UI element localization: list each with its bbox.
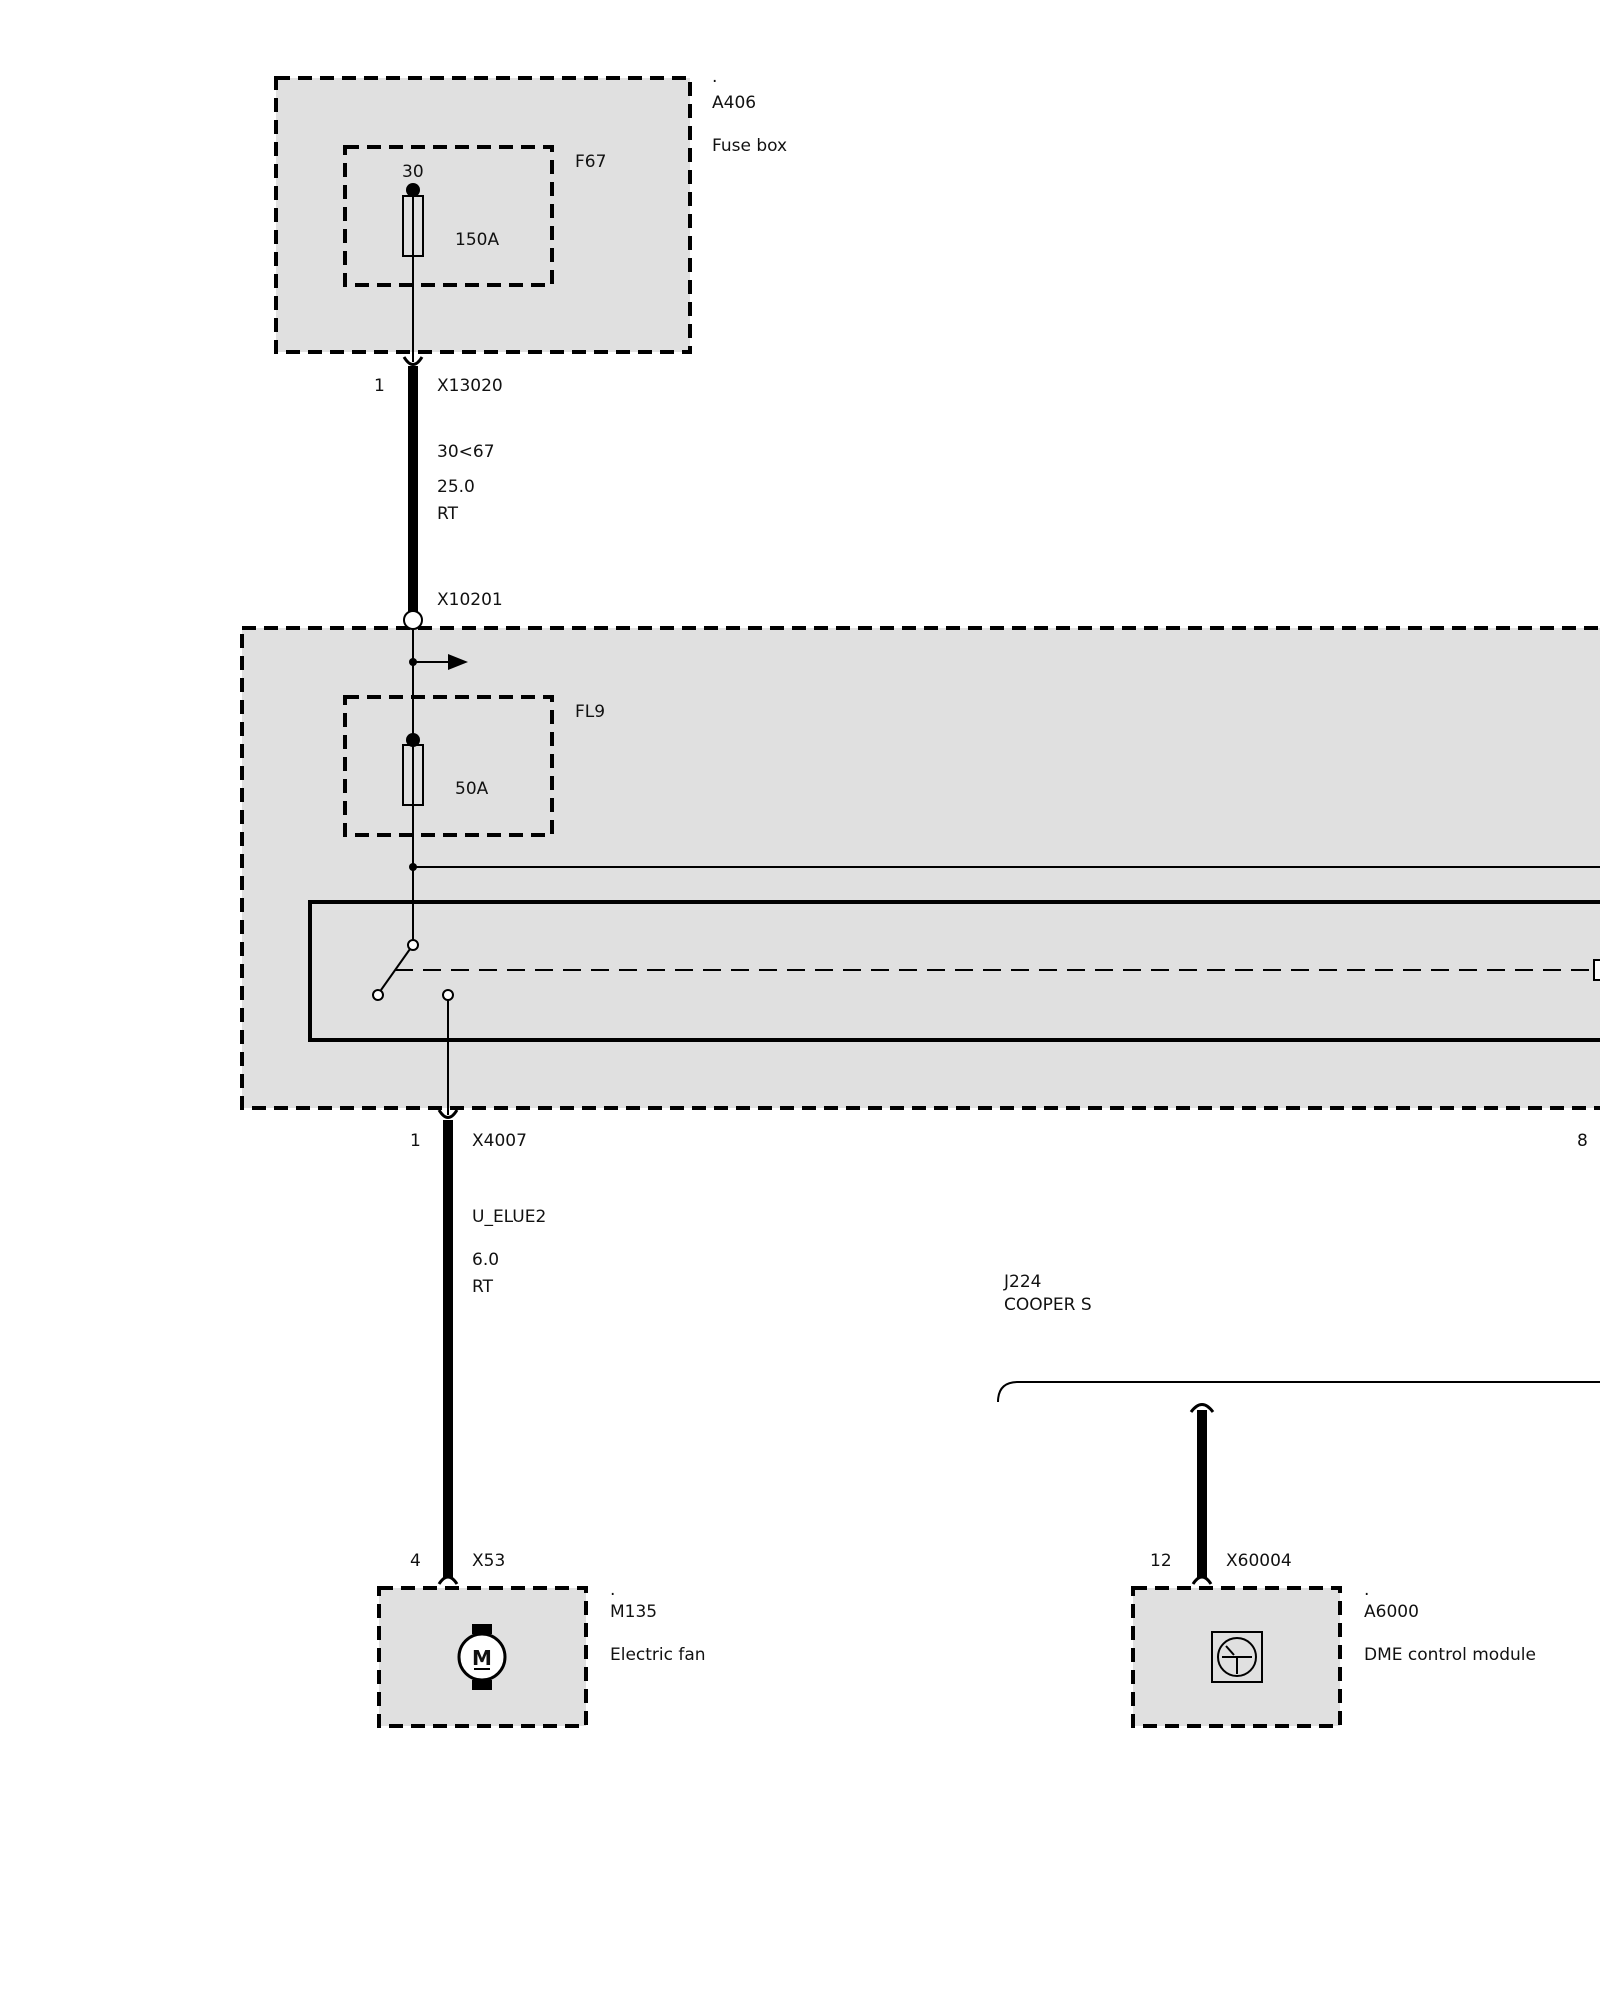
wire-u-elue2-color: RT xyxy=(472,1277,494,1297)
x13020-code: X13020 xyxy=(437,376,503,396)
x4007-pin: 1 xyxy=(410,1131,421,1151)
a406-fuse-box: . A406 Fuse box F67 30 150A xyxy=(274,67,787,354)
power-distribution-module: X10201 FL9 50A xyxy=(240,590,1600,1115)
fuse-icon xyxy=(402,183,424,257)
motor-symbol-letter: M xyxy=(472,1646,492,1670)
variant-bracket xyxy=(997,1381,1600,1403)
control-module-icon xyxy=(1211,1631,1263,1683)
a406-code: A406 xyxy=(712,93,756,113)
variant-model: COOPER S xyxy=(1004,1295,1092,1315)
f67-rating: 150A xyxy=(455,230,499,250)
a6000-name: DME control module xyxy=(1364,1645,1536,1665)
connector-x13020-symbol xyxy=(402,356,424,366)
a406-dot: . xyxy=(712,67,717,87)
motor-icon: M xyxy=(457,1624,507,1690)
connector-x10201-symbol xyxy=(403,610,423,630)
wire-30-67-color: RT xyxy=(437,504,459,524)
connector-variant-top xyxy=(1189,1403,1215,1413)
x4007-pin-right: 8 xyxy=(1577,1131,1588,1151)
a6000-dot: . xyxy=(1364,1580,1369,1600)
fl9-rating: 50A xyxy=(455,779,489,799)
fuse-icon xyxy=(402,733,424,806)
arrow-right-icon xyxy=(409,654,468,670)
variant-code: J224 xyxy=(1003,1272,1041,1292)
x10201-code: X10201 xyxy=(437,590,503,610)
x60004-code: X60004 xyxy=(1226,1551,1292,1571)
x13020-pin: 1 xyxy=(374,376,385,396)
connector-x60004-symbol xyxy=(1191,1575,1213,1585)
wire-u-elue2-signal: U_ELUE2 xyxy=(472,1207,546,1227)
x53-pin: 4 xyxy=(410,1551,421,1571)
fl9-code: FL9 xyxy=(575,702,605,722)
x60004-pin: 12 xyxy=(1150,1551,1172,1571)
a6000-code: A6000 xyxy=(1364,1602,1419,1622)
x4007-code: X4007 xyxy=(472,1131,527,1151)
m135-electric-fan: . M135 Electric fan M xyxy=(377,1580,706,1728)
m135-dot: . xyxy=(610,1580,615,1600)
connector-x53-symbol xyxy=(437,1575,459,1585)
wire-u-elue2-gauge: 6.0 xyxy=(472,1250,499,1270)
f67-terminal: 30 xyxy=(402,162,424,182)
f67-code: F67 xyxy=(575,152,606,172)
connector-x4007-symbol xyxy=(437,1109,459,1119)
a406-name: Fuse box xyxy=(712,136,787,156)
m135-code: M135 xyxy=(610,1602,657,1622)
a6000-dme-control-module: . A6000 DME control module xyxy=(1131,1580,1536,1728)
m135-name: Electric fan xyxy=(610,1645,706,1665)
wire-30-67-gauge: 25.0 xyxy=(437,477,475,497)
wire-30-67-signal: 30<67 xyxy=(437,442,495,462)
x53-code: X53 xyxy=(472,1551,505,1571)
